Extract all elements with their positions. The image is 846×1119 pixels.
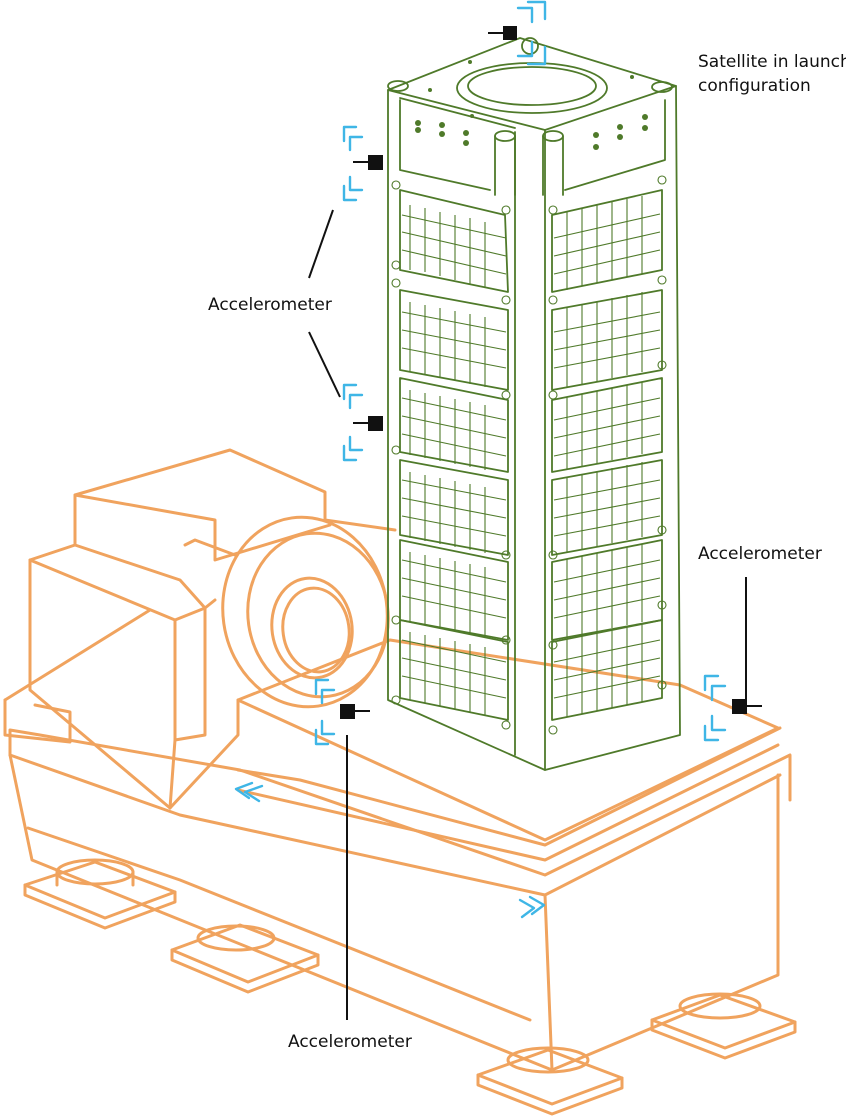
satellite (387, 37, 681, 771)
vibration-wave-icon (703, 674, 727, 742)
accelerometer-sensor-icon (368, 155, 383, 170)
accelerometer-sensor-icon (368, 416, 383, 431)
shaker-foot-4 (650, 992, 797, 1060)
accelerometer-label-right: Accelerometer (698, 544, 822, 564)
satellite-label: Satellite in launch configuration (698, 52, 846, 96)
accelerometer-sensor-icon (503, 26, 517, 40)
right-solar-panels (551, 189, 663, 721)
satellite-label-line-1: Satellite in launch (698, 52, 846, 72)
vibration-wave-icon (342, 383, 364, 462)
left-solar-panels (399, 189, 509, 721)
accelerometer-label-bottom: Accelerometer (288, 1032, 412, 1052)
shaker-table (3, 448, 797, 1116)
motion-arrow-icon-2 (518, 895, 546, 919)
accelerometer-upper-left (308, 125, 383, 279)
vibration-wave-icon (314, 678, 336, 746)
vibration-wave-icon (516, 0, 547, 66)
shaker-foot-3 (476, 1046, 624, 1116)
shaker-foot-2 (170, 923, 320, 994)
bolt-dots (415, 60, 648, 150)
vibration-wave-icon (342, 125, 364, 202)
accelerometer-bottom (314, 678, 370, 1020)
accelerometer-right (703, 577, 762, 742)
accelerometer-sensor-icon (340, 704, 355, 719)
accelerometer-sensor-icon (732, 699, 747, 714)
accelerometer-top (488, 0, 547, 66)
accelerometer-label-left: Accelerometer (208, 295, 332, 315)
accelerometer-mid-left (308, 331, 383, 462)
satellite-label-line-2: configuration (698, 76, 811, 96)
edge-holes (391, 175, 667, 735)
motion-arrow-icon (234, 781, 264, 803)
